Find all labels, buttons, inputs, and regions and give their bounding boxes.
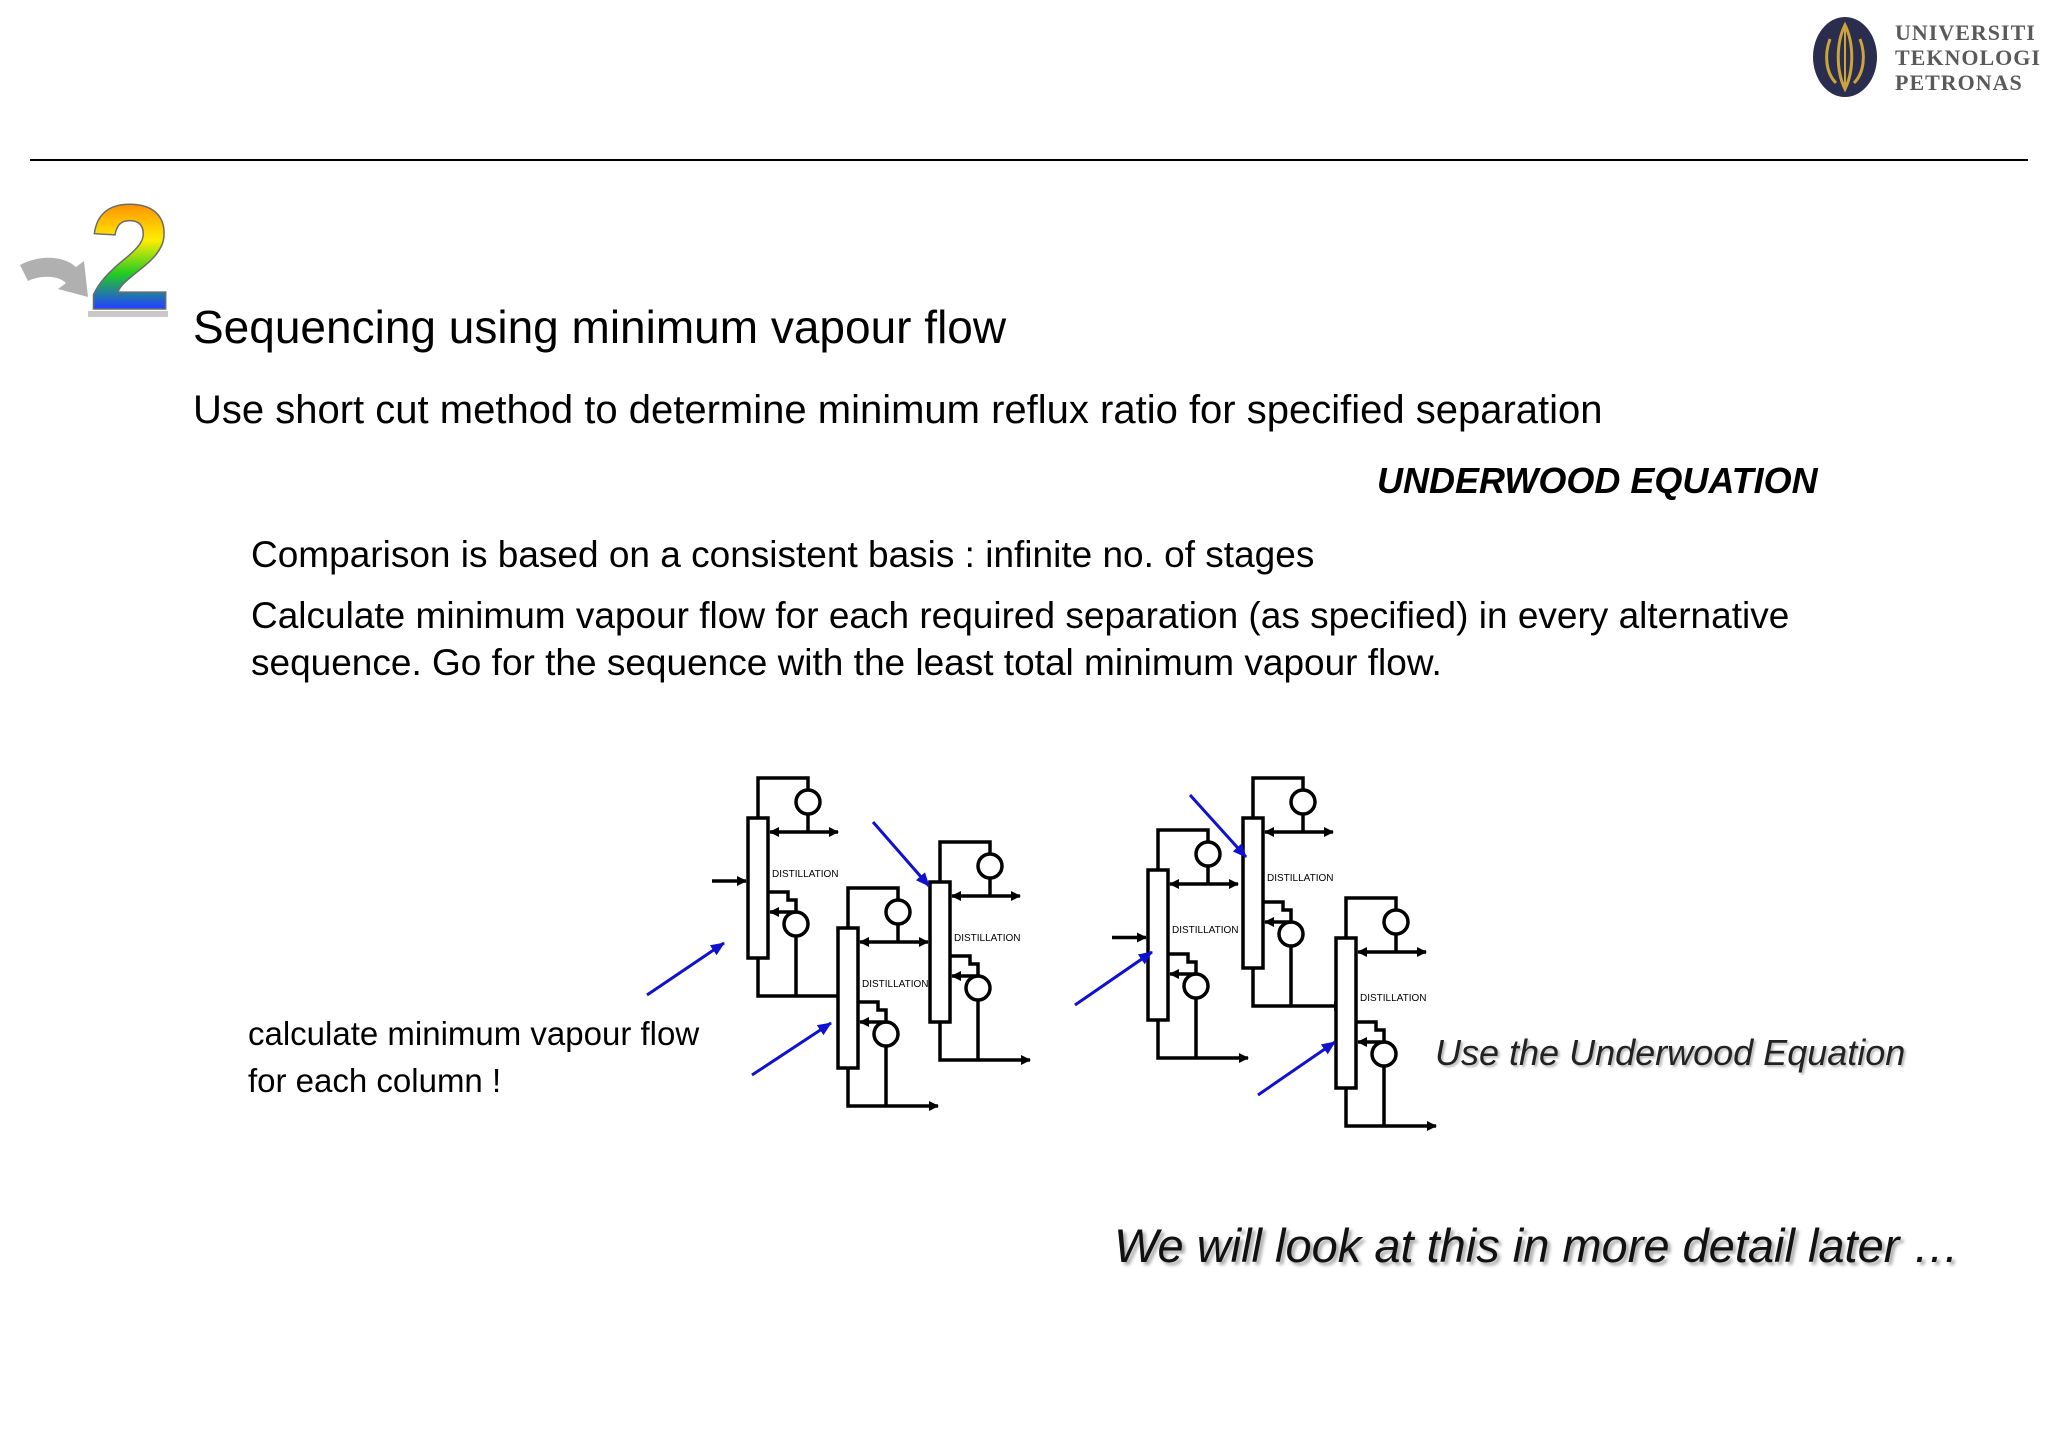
pointer-arrow: [1257, 1040, 1336, 1097]
pointer-arrow: [1074, 950, 1153, 1007]
pointer-arrow: [871, 821, 931, 887]
university-logo: UNIVERSITI TEKNOLOGI PETRONAS: [1810, 12, 2041, 102]
pointer-arrow: [646, 941, 725, 997]
pointer-arrow: [1188, 793, 1248, 859]
distillation-column: [712, 776, 849, 1001]
callout-left-line-2: for each column !: [248, 1062, 502, 1099]
distillation-column: [928, 840, 1031, 1065]
distillation-column: [836, 886, 939, 1111]
callout-left-line-1: calculate minimum vapour flow: [248, 1015, 700, 1052]
curved-arrow-icon: [20, 257, 88, 297]
distillation-column: [1112, 828, 1249, 1063]
distillation-column: [1241, 776, 1344, 1011]
section-number: 2: [88, 185, 168, 325]
callout-left: calculate minimum vapour flow for each c…: [248, 1010, 699, 1104]
logo-line-3: PETRONAS: [1895, 70, 2023, 95]
slide-subtitle: Use short cut method to determine minimu…: [193, 388, 1603, 432]
callout-right: Use the Underwood Equation: [1435, 1032, 1906, 1073]
distillation-column: [1334, 896, 1437, 1131]
column-label: DISTILLATION: [862, 979, 929, 990]
slide-title: Sequencing using minimum vapour flow: [193, 301, 1007, 353]
equation-label: UNDERWOOD EQUATION: [1377, 460, 1818, 501]
header-divider: [30, 159, 2028, 161]
column-label: DISTILLATION: [1267, 873, 1334, 884]
closing-note: We will look at this in more detail late…: [1114, 1219, 1960, 1272]
logo-line-2: TEKNOLOGI: [1895, 45, 2041, 70]
logo-line-1: UNIVERSITI: [1895, 20, 2036, 45]
point-1: Comparison is based on a consistent basi…: [251, 534, 1315, 575]
pointer-arrow: [751, 1021, 832, 1077]
point-2: Calculate minimum vapour flow for each r…: [251, 595, 1790, 683]
section-number-mark: 2: [20, 185, 168, 325]
column-label: DISTILLATION: [1172, 925, 1239, 936]
column-label: DISTILLATION: [1360, 993, 1427, 1004]
university-crest-icon: [1813, 17, 1877, 97]
column-label: DISTILLATION: [772, 869, 839, 880]
column-label: DISTILLATION: [954, 933, 1021, 944]
